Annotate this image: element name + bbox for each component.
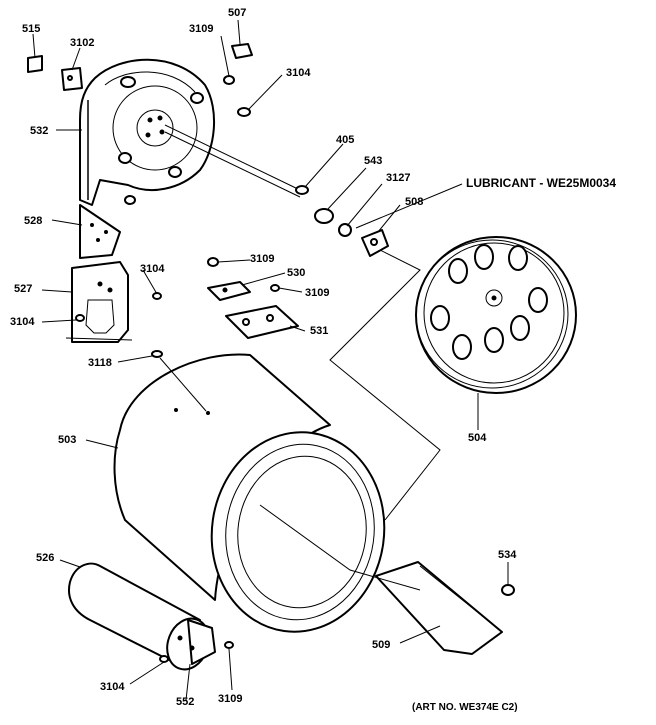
shaft-line bbox=[164, 124, 301, 191]
label-405: 405 bbox=[336, 134, 354, 146]
part-405 bbox=[295, 185, 309, 195]
label-3118: 3118 bbox=[88, 357, 112, 369]
label-3109-mid: 3109 bbox=[250, 253, 274, 265]
bracket-528 bbox=[79, 204, 121, 259]
label-543: 543 bbox=[364, 155, 382, 167]
screw-3109-bottom bbox=[224, 641, 234, 649]
label-504: 504 bbox=[468, 432, 487, 444]
label-3104-left: 3104 bbox=[10, 316, 35, 328]
label-515: 515 bbox=[22, 23, 40, 35]
label-530: 530 bbox=[287, 267, 305, 279]
label-3109-531: 3109 bbox=[305, 287, 329, 299]
label-527: 527 bbox=[14, 283, 32, 295]
screw-3109-top bbox=[223, 75, 235, 85]
part-labels: 515 3102 3109 507 3104 532 405 543 3127 … bbox=[10, 7, 616, 713]
screw-3118 bbox=[151, 350, 163, 358]
screw-3104-bottom bbox=[159, 655, 169, 663]
label-3127: 3127 bbox=[386, 172, 410, 184]
label-509: 509 bbox=[372, 639, 390, 651]
label-534: 534 bbox=[498, 549, 517, 561]
washer-3127 bbox=[338, 223, 352, 237]
label-507: 507 bbox=[228, 7, 246, 19]
label-532: 532 bbox=[30, 125, 48, 137]
screw-3104-mid bbox=[152, 292, 162, 300]
idler-bracket-527 bbox=[65, 261, 133, 343]
part-515 bbox=[27, 55, 43, 73]
label-3104-mid: 3104 bbox=[140, 263, 165, 275]
heater-duct-526 bbox=[68, 562, 216, 671]
label-3104-top: 3104 bbox=[286, 67, 311, 79]
screw-3109-mid bbox=[207, 257, 219, 267]
assembly-line bbox=[329, 249, 441, 521]
bearing-543 bbox=[314, 208, 334, 224]
part-531 bbox=[225, 305, 299, 339]
part-530 bbox=[207, 281, 251, 301]
screw-3104-left bbox=[75, 314, 85, 322]
screw-3109-531 bbox=[270, 284, 280, 292]
rear-bulkhead-532 bbox=[79, 58, 216, 206]
assembly-line-2 bbox=[259, 504, 421, 591]
baffle-509 bbox=[375, 561, 503, 655]
label-3109-bottom: 3109 bbox=[218, 693, 242, 705]
label-552: 552 bbox=[176, 696, 194, 708]
leader-lines bbox=[32, 19, 509, 701]
label-526: 526 bbox=[36, 552, 54, 564]
label-503: 503 bbox=[58, 434, 76, 446]
label-3102: 3102 bbox=[70, 37, 94, 49]
drum-front-504 bbox=[415, 236, 577, 394]
label-3109-top: 3109 bbox=[189, 23, 213, 35]
art-number: (ART NO. WE374E C2) bbox=[412, 702, 518, 713]
part-507 bbox=[231, 43, 253, 59]
lubricant-note: LUBRICANT - WE25M0034 bbox=[466, 176, 616, 190]
label-3104-bottom: 3104 bbox=[100, 681, 125, 693]
label-508: 508 bbox=[405, 196, 423, 208]
screw-3104-top bbox=[237, 107, 251, 117]
label-531: 531 bbox=[310, 325, 328, 337]
screw-534 bbox=[501, 584, 515, 596]
label-528: 528 bbox=[24, 215, 42, 227]
